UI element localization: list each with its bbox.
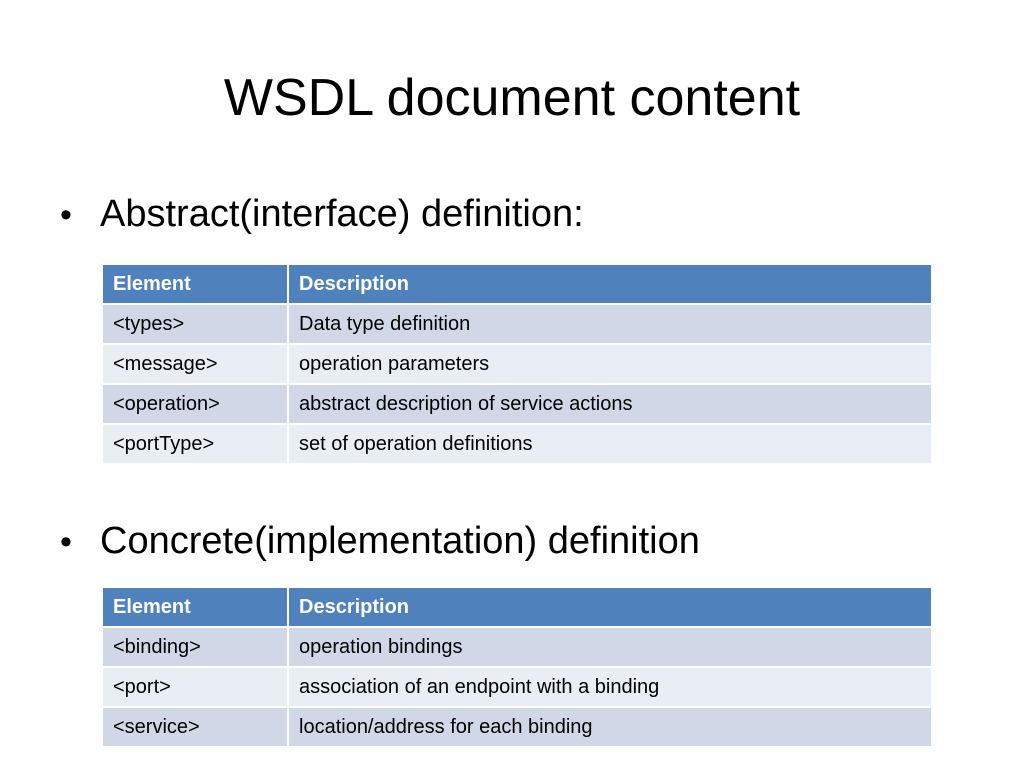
description-cell: abstract description of service actions xyxy=(287,383,933,425)
description-cell: operation bindings xyxy=(287,626,933,668)
section-abstract-heading: • Abstract(interface) definition: xyxy=(60,190,584,239)
element-cell: <service> xyxy=(101,706,289,748)
table-row: <types> Data type definition xyxy=(101,303,933,345)
table-row: <message> operation parameters xyxy=(101,343,933,385)
column-header-element: Element xyxy=(101,586,289,628)
abstract-definition-table: Element Description <types> Data type de… xyxy=(101,263,933,465)
element-cell: <binding> xyxy=(101,626,289,668)
column-header-element: Element xyxy=(101,263,289,305)
table-row: <service> location/address for each bind… xyxy=(101,706,933,748)
table-row: <port> association of an endpoint with a… xyxy=(101,666,933,708)
concrete-definition-table: Element Description <binding> operation … xyxy=(101,586,933,748)
element-cell: <types> xyxy=(101,303,289,345)
table-header-row: Element Description xyxy=(101,586,933,628)
bullet-icon: • xyxy=(60,196,72,234)
section-heading-text: Abstract(interface) definition: xyxy=(100,193,584,235)
table-row: <binding> operation bindings xyxy=(101,626,933,668)
element-cell: <port> xyxy=(101,666,289,708)
bullet-icon: • xyxy=(60,523,72,561)
description-cell: location/address for each binding xyxy=(287,706,933,748)
table-row: <operation> abstract description of serv… xyxy=(101,383,933,425)
description-cell: Data type definition xyxy=(287,303,933,345)
element-cell: <portType> xyxy=(101,423,289,465)
section-concrete-heading: • Concrete(implementation) definition xyxy=(60,517,700,566)
table-header-row: Element Description xyxy=(101,263,933,305)
slide-title: WSDL document content xyxy=(223,69,801,127)
element-cell: <message> xyxy=(101,343,289,385)
section-heading-text: Concrete(implementation) definition xyxy=(100,520,700,562)
column-header-description: Description xyxy=(287,263,933,305)
column-header-description: Description xyxy=(287,586,933,628)
description-cell: association of an endpoint with a bindin… xyxy=(287,666,933,708)
element-cell: <operation> xyxy=(101,383,289,425)
description-cell: operation parameters xyxy=(287,343,933,385)
description-cell: set of operation definitions xyxy=(287,423,933,465)
table-row: <portType> set of operation definitions xyxy=(101,423,933,465)
